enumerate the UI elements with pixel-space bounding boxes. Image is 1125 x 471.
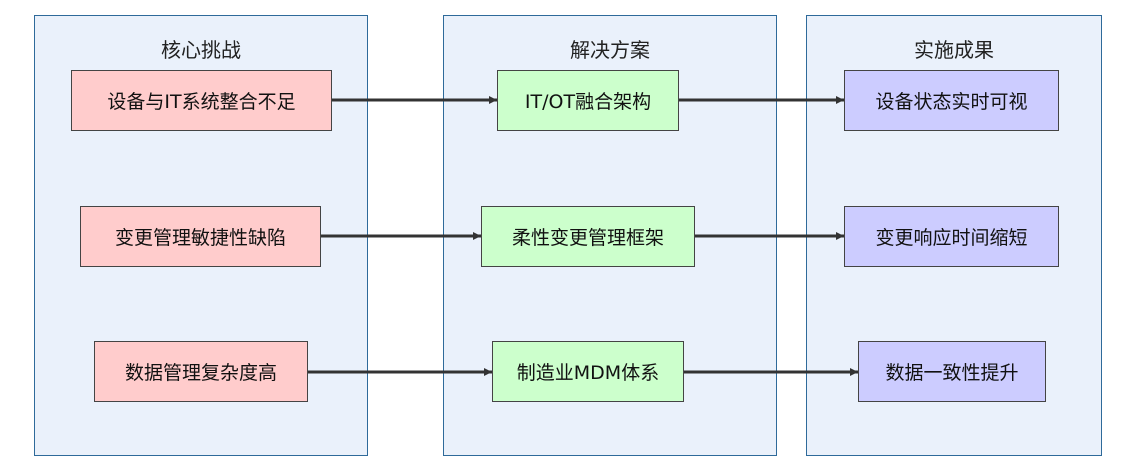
solutions-column-title: 解决方案 <box>570 38 650 62</box>
challenge-node-1: 设备与IT系统整合不足 <box>71 70 332 131</box>
challenge-node-2: 变更管理敏捷性缺陷 <box>80 206 321 267</box>
result-node-3: 数据一致性提升 <box>858 341 1046 402</box>
solution-node-2: 柔性变更管理框架 <box>481 206 695 267</box>
challenges-column-title: 核心挑战 <box>161 38 241 62</box>
solution-node-3: 制造业MDM体系 <box>492 341 684 402</box>
result-node-1: 设备状态实时可视 <box>844 70 1059 131</box>
results-column-title: 实施成果 <box>914 38 994 62</box>
result-node-2: 变更响应时间缩短 <box>844 206 1059 267</box>
solution-node-1: IT/OT融合架构 <box>497 70 679 131</box>
challenge-node-3: 数据管理复杂度高 <box>94 341 308 402</box>
